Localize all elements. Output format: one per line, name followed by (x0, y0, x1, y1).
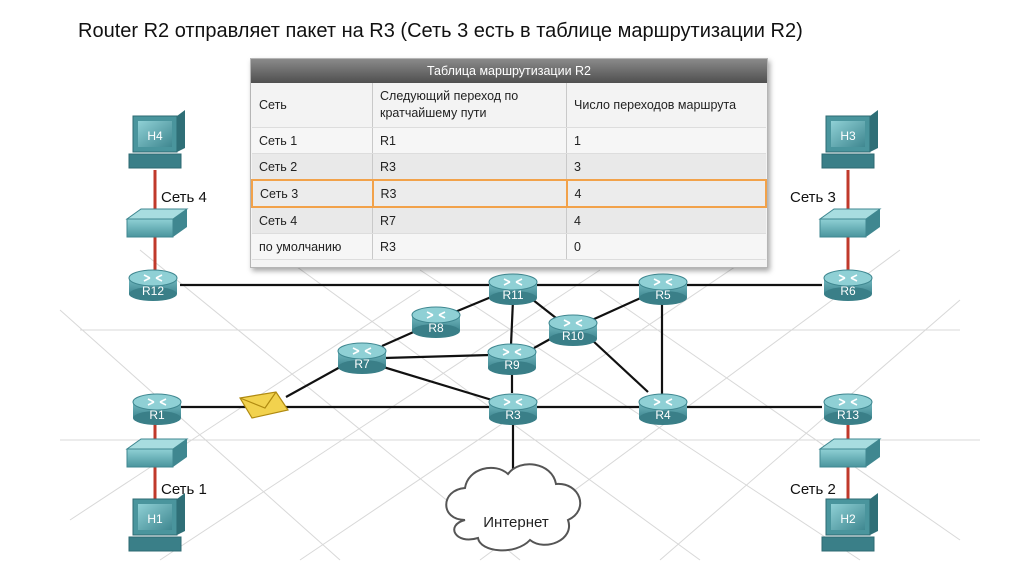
host-h3: H3 (821, 110, 878, 169)
routing-table-row: Сеть 4 R7 4 (252, 207, 766, 234)
router-r1: R1 (132, 393, 182, 425)
router-label: R4 (655, 408, 671, 422)
router-r7: R7 (337, 342, 387, 374)
cell-next-hop: R3 (372, 153, 567, 181)
router-r9: R9 (487, 343, 537, 375)
routing-table-row-highlighted: Сеть 3 R3 4 (251, 179, 767, 208)
cell-hops: 1 (566, 127, 766, 154)
link-r10-r4 (591, 339, 649, 393)
link-r7-r3 (379, 364, 493, 402)
router-label: R6 (840, 284, 856, 298)
router-label: R11 (502, 288, 523, 302)
header-network: Сеть (252, 83, 373, 128)
internet-label: Интернет (483, 514, 549, 531)
router-r8: R8 (411, 306, 461, 338)
link-r11-r9 (509, 299, 515, 346)
host-h4: H4 (128, 110, 185, 169)
wan-links (180, 283, 822, 472)
router-r13: R13 (823, 393, 873, 425)
routing-table: Сеть Следующий переход по кратчайшему пу… (251, 83, 767, 260)
router-r6: R6 (823, 269, 873, 301)
router-r3: R3 (488, 393, 538, 425)
router-label: R7 (354, 357, 370, 371)
routing-table-caption: Таблица маршрутизации R2 (251, 59, 767, 83)
cell-next-hop: R1 (372, 127, 567, 154)
host-label: H1 (147, 512, 163, 526)
router-label: R8 (428, 321, 444, 335)
router-r10: R10 (548, 314, 598, 346)
slide-title: Router R2 отправляет пакет на R3 (Сеть 3… (78, 20, 803, 42)
cell-next-hop: R3 (372, 233, 567, 260)
switch (818, 438, 882, 468)
router-r12: R12 (128, 269, 178, 301)
cell-network: Сеть 1 (252, 127, 373, 154)
router-r4: R4 (638, 393, 688, 425)
router-label: R5 (655, 288, 671, 302)
network-label-2: Сеть 2 (790, 481, 836, 498)
router-label: R1 (149, 408, 165, 422)
link-r5-r10 (591, 294, 646, 322)
cell-network: по умолчанию (252, 233, 373, 260)
link-r10-r9 (533, 337, 553, 349)
host-label: H2 (840, 512, 856, 526)
host-label: H3 (840, 129, 856, 143)
host-h1: H1 (128, 493, 185, 552)
routing-table-row: Сеть 1 R1 1 (252, 127, 766, 154)
routing-table-row: по умолчанию R3 0 (252, 233, 766, 260)
header-hop-count: Число переходов маршрута (566, 83, 766, 128)
network-label-1: Сеть 1 (161, 481, 207, 498)
network-label-4: Сеть 4 (161, 189, 207, 206)
cell-hops: 0 (566, 233, 766, 260)
link-r7-r9 (383, 353, 491, 360)
switch (125, 438, 189, 468)
router-r11: R11 (488, 273, 538, 305)
router-label: R9 (504, 358, 520, 372)
packet-envelope-icon (239, 391, 289, 419)
host-h2: H2 (821, 493, 878, 552)
cell-next-hop: R3 (371, 179, 568, 208)
router-r5: R5 (638, 273, 688, 305)
routing-table-row: Сеть 2 R3 3 (252, 153, 766, 181)
cell-hops: 4 (566, 207, 766, 234)
cell-hops: 3 (566, 153, 766, 181)
cell-network: Сеть 3 (251, 179, 374, 208)
router-label: R10 (562, 329, 584, 343)
host-label: H4 (147, 129, 163, 143)
network-label-3: Сеть 3 (790, 189, 836, 206)
cell-next-hop: R7 (372, 207, 567, 234)
cell-network: Сеть 2 (252, 153, 373, 181)
header-next-hop: Следующий переход по кратчайшему пути (372, 83, 567, 128)
routing-table-header-row: Сеть Следующий переход по кратчайшему пу… (252, 83, 766, 128)
cell-network: Сеть 4 (252, 207, 373, 234)
router-label: R12 (142, 284, 164, 298)
link-r8-r7 (381, 328, 419, 348)
router-label: R3 (505, 408, 521, 422)
routing-table-panel: Таблица маршрутизации R2 Сеть Следующий … (250, 58, 768, 268)
link-r7-envelope (285, 365, 343, 398)
switch (818, 208, 882, 238)
cell-hops: 4 (565, 179, 767, 208)
router-label: R13 (837, 408, 859, 422)
internet-cloud: Интернет (445, 463, 581, 552)
switch (125, 208, 189, 238)
